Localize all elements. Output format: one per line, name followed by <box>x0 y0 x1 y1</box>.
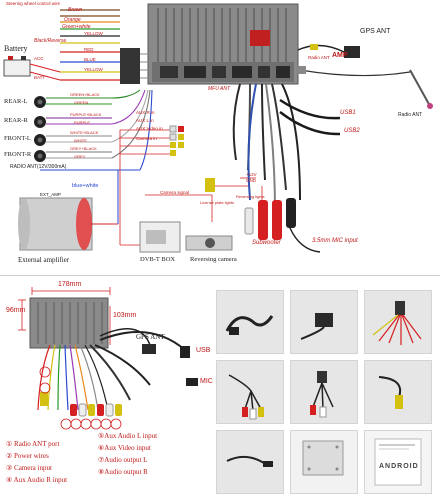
output-plugs <box>244 198 296 240</box>
bottom-rca-plugs <box>40 344 198 417</box>
legend-item: ⑧Audio output R <box>98 468 148 476</box>
reversing-camera-icon <box>185 178 233 251</box>
camera-label: GND <box>246 178 256 183</box>
legend-item: ④ Aux Audio R input <box>6 476 68 484</box>
legend-item: ⑥Aux Video input <box>98 444 151 452</box>
speaker-wire-label: GREY+BLACK <box>70 146 97 151</box>
package-text: ANDROID <box>379 463 419 470</box>
photo-power-harness <box>364 290 432 354</box>
speaker-wire-label: WHITE+BLACK <box>70 130 99 135</box>
speaker-label-rear-l: REAR-L <box>4 98 28 105</box>
speaker-label-front-l: FRONT-L <box>4 135 31 142</box>
legend-item: ③ Camera input <box>6 464 52 472</box>
dimension-lines <box>18 287 111 345</box>
dim-height-label: 96mm <box>6 307 26 314</box>
wire-label: Steering wheel control wire <box>6 1 61 6</box>
legend-item: ⑦Audio output L <box>98 456 148 464</box>
external-amplifier-icon <box>18 170 119 251</box>
photo-rca-cable-2 <box>290 360 358 424</box>
gps-ant-label: GPS ANT <box>360 28 391 35</box>
battery-label: Battery <box>4 44 28 53</box>
mic-cable <box>289 227 321 253</box>
aux-label: AUX R in <box>136 110 155 115</box>
camera-label: Reversing lights <box>236 194 265 199</box>
gps-antenna-icon <box>297 44 360 58</box>
numbered-markers <box>39 366 122 430</box>
usb-label: USB <box>196 347 211 354</box>
blue-white-label: blue+white <box>72 183 99 189</box>
usb-cables <box>279 98 341 136</box>
reversing-camera-label: Reversing camera <box>190 256 237 263</box>
amp-label: AMP <box>332 52 348 59</box>
photo-mounting-bracket <box>290 430 358 494</box>
wire-label: Brown <box>68 7 83 13</box>
mic-label: MIC <box>200 378 213 385</box>
section-divider <box>0 275 440 276</box>
speaker-wire-label: GREEN <box>74 100 89 105</box>
wire-label: YELLOW <box>84 31 103 36</box>
bottom-gps-ant-label: GPS ANT <box>136 333 165 341</box>
mfu-ant-label: MFU ANT <box>208 86 231 92</box>
speaker-wire-label: GREEN+BLACK <box>70 92 100 97</box>
power-wires <box>60 9 120 81</box>
photo-yellow-cable <box>364 360 432 424</box>
wire-label: RED <box>84 47 94 52</box>
photo-rca-cable-1 <box>216 360 284 424</box>
speaker-label-front-r: FRONT-R <box>4 151 32 158</box>
cable-bundle <box>232 83 301 211</box>
radio-ant-small-label: Radio ANT <box>308 55 330 60</box>
speaker-icons <box>34 96 46 162</box>
camera-label: Camera signal <box>160 190 190 195</box>
legend-item: ② Power wires <box>6 452 49 460</box>
wire-label: BATT <box>34 75 46 80</box>
radio-ant-line-label: RADIO ANT(12V/300mA) <box>10 164 67 170</box>
legend-item: ① Radio ANT port <box>6 440 60 448</box>
aux-label: AUX L in <box>136 118 154 123</box>
usb1-label: USB1 <box>340 110 356 116</box>
aux-label: AUX Video in <box>136 126 163 131</box>
wire-label: ACC <box>34 56 44 61</box>
battery-icon <box>3 56 61 81</box>
speaker-wire-label: PURPLE <box>74 120 91 125</box>
speaker-wires <box>40 89 153 171</box>
rca-connectors <box>169 125 184 156</box>
camera-label: License plate lights <box>200 200 235 205</box>
speaker-wire-label: PURPLE+BLACK <box>70 112 102 117</box>
wire-label: Black/Reverse <box>34 38 67 44</box>
harness-wires <box>37 328 186 411</box>
wire-label: BLUE <box>84 57 96 62</box>
radio-ant-right-label: Radio ANT <box>398 112 423 118</box>
photo-radio-antenna-adapter <box>216 290 284 354</box>
wire-label: Orange <box>64 17 81 23</box>
dim-depth-label: 103mm <box>113 312 137 319</box>
aux-label: Camera in <box>136 136 157 141</box>
head-unit-bottom <box>29 297 109 349</box>
photo-user-manual: ANDROID <box>364 430 432 494</box>
dim-width-label: 178mm <box>58 281 82 288</box>
radio-antenna-icon <box>296 66 433 109</box>
head-unit-top <box>147 3 299 85</box>
speaker-wire-label: WHITE <box>74 138 87 143</box>
photo-mic-cable <box>216 430 284 494</box>
ext-amp-tag: EXT_AMP <box>40 192 62 197</box>
power-connector <box>120 48 140 84</box>
photo-gps-antenna <box>290 290 358 354</box>
usb2-label: USB2 <box>344 128 360 134</box>
external-amplifier-label: External amplifier <box>18 256 70 264</box>
subwoofer-label: Subwoofer <box>252 240 281 246</box>
legend-item: ⑤Aux Audio L input <box>98 432 158 440</box>
speaker-wire-label: GREY <box>74 154 86 159</box>
dvbt-box-icon <box>139 221 181 253</box>
wire-label: Green+white <box>62 24 91 30</box>
camera-label: +12V <box>246 172 257 177</box>
wire-label: YELLOW <box>84 67 103 72</box>
dvbt-box-label: DVB-T BOX <box>140 256 176 263</box>
speaker-label-rear-r: REAR-R <box>4 117 28 124</box>
mic-input-label: 3.5mm MIC input <box>312 238 358 244</box>
